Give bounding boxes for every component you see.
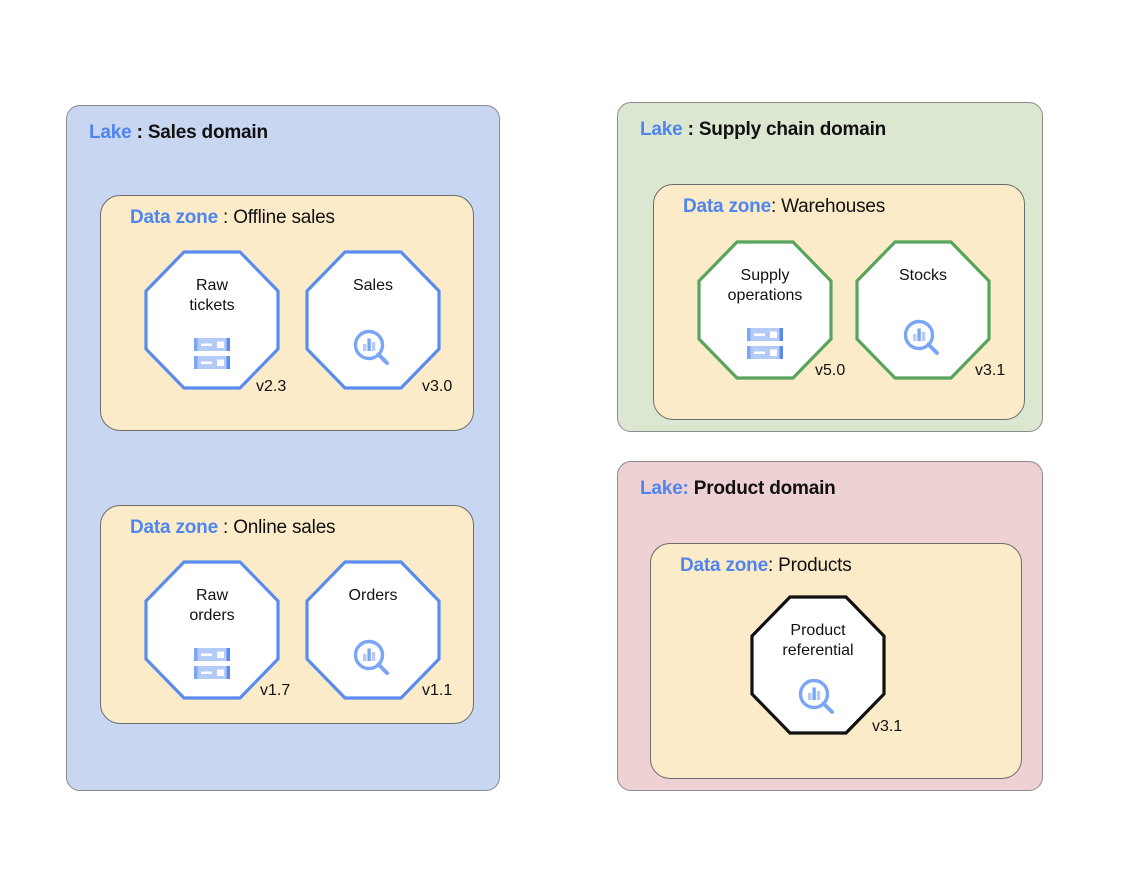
server-icon: [747, 328, 783, 359]
octagon-shape: [697, 240, 833, 380]
data-product-product-referential[interactable]: Product referential: [750, 595, 886, 735]
zone-name: Products: [778, 555, 852, 576]
data-product-raw-tickets[interactable]: Raw tickets: [144, 250, 280, 390]
data-product-version: v3.1: [975, 362, 1006, 379]
lake-keyword: Lake: [640, 478, 683, 499]
zone-keyword: Data zone: [130, 207, 218, 228]
zone-separator: :: [767, 555, 779, 576]
lake-name: Product domain: [693, 478, 836, 499]
analytics-search-icon: [353, 329, 389, 365]
data-product-version: v1.1: [422, 682, 453, 699]
analytics-search-icon: [353, 639, 389, 675]
lake-name: Supply chain domain: [698, 119, 887, 140]
octagon-shape: [144, 560, 280, 700]
octagon-shape: [750, 595, 886, 735]
server-icon: [194, 648, 230, 679]
zone-separator: :: [217, 517, 234, 538]
zone-keyword: Data zone: [683, 196, 771, 217]
octagon-shape: [305, 250, 441, 390]
zone-name: Offline sales: [233, 207, 335, 228]
zone-keyword: Data zone: [130, 517, 218, 538]
data-product-version: v3.1: [872, 718, 903, 735]
lake-separator: :: [131, 122, 148, 143]
lake-product-title: Lake: Product domain: [640, 478, 836, 500]
data-product-orders[interactable]: Orders: [305, 560, 441, 700]
octagon-shape: [144, 250, 280, 390]
data-product-version: v5.0: [815, 362, 846, 379]
zone-name: Warehouses: [781, 196, 886, 217]
lake-sales-title: Lake : Sales domain: [89, 122, 268, 144]
lake-supply-chain-title: Lake : Supply chain domain: [640, 119, 886, 141]
lake-separator: :: [682, 119, 699, 140]
data-product-stocks[interactable]: Stocks: [855, 240, 991, 380]
lake-keyword: Lake: [640, 119, 683, 140]
analytics-search-icon: [798, 679, 834, 714]
zone-separator: :: [770, 196, 782, 217]
data-zone-online-sales-title: Data zone : Online sales: [130, 517, 336, 539]
data-zone-offline-sales-title: Data zone : Offline sales: [130, 207, 335, 229]
data-product-raw-orders[interactable]: Raw orders: [144, 560, 280, 700]
lake-name: Sales domain: [147, 122, 268, 143]
data-product-version: v2.3: [256, 378, 287, 395]
data-product-sales[interactable]: Sales: [305, 250, 441, 390]
analytics-search-icon: [903, 319, 939, 355]
zone-name: Online sales: [233, 517, 336, 538]
server-icon: [194, 338, 230, 369]
data-zone-warehouses-title: Data zone: Warehouses: [683, 196, 885, 218]
octagon-shape: [305, 560, 441, 700]
data-zone-products-title: Data zone: Products: [680, 555, 852, 577]
data-product-supply-operations[interactable]: Supply operations: [697, 240, 833, 380]
lake-separator: :: [682, 478, 694, 499]
data-product-version: v3.0: [422, 378, 453, 395]
zone-keyword: Data zone: [680, 555, 768, 576]
lake-keyword: Lake: [89, 122, 132, 143]
data-product-version: v1.7: [260, 682, 291, 699]
zone-separator: :: [217, 207, 234, 228]
octagon-shape: [855, 240, 991, 380]
